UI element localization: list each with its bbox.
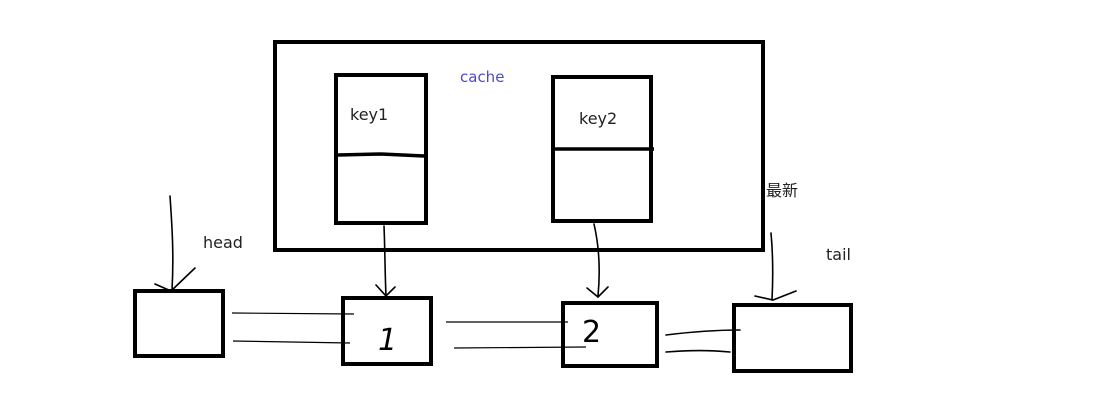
cache-entry-key1: key1 (334, 73, 428, 225)
tail-pointer-arrow (754, 232, 797, 301)
cache-container (273, 40, 765, 252)
link-head-node1 (231, 312, 355, 344)
entry-divider (337, 152, 425, 158)
newest-label: 最新 (766, 181, 798, 200)
entry-box (334, 73, 428, 225)
node-box (341, 296, 433, 366)
head-label: head (203, 233, 243, 252)
link-node1-node2 (446, 321, 587, 349)
node-value: 2 (582, 315, 601, 350)
node-value: 1 (378, 323, 397, 358)
tail-node (732, 303, 853, 373)
head-pointer-arrow (154, 195, 196, 292)
tail-label: tail (826, 245, 851, 264)
cache-label: cache (460, 68, 504, 86)
key1-pointer-arrow (375, 225, 396, 298)
list-node-2: 2 (561, 301, 659, 368)
cache-entry-key2: key2 (551, 75, 654, 223)
key2-pointer-arrow (586, 223, 609, 299)
entry-key-label: key2 (579, 109, 617, 128)
link-node2-tail (665, 329, 741, 353)
list-node-1: 1 (341, 296, 433, 366)
entry-key-label: key1 (350, 105, 388, 124)
node-box (561, 301, 659, 368)
head-node (133, 289, 225, 358)
